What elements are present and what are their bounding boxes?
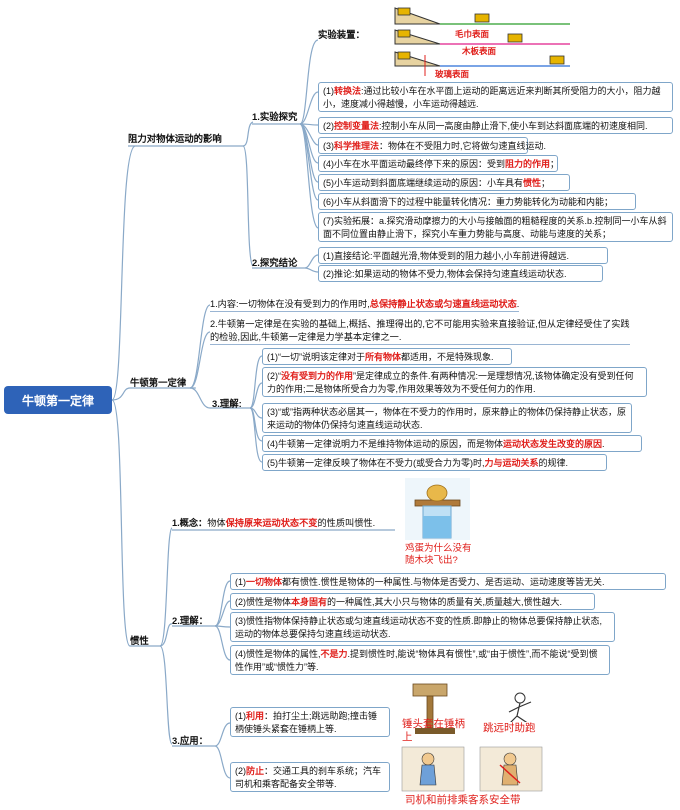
seatbelt-caption: 司机和前排乘客系安全带: [405, 794, 521, 806]
seatbelt-image: [401, 746, 543, 792]
law-understand-1: (1)“一切”说明该定律对于所有物体都适用，不是特殊现象.: [262, 348, 512, 365]
sub-conclusion[interactable]: 2.探究结论: [252, 257, 298, 268]
branch-newton-first-law[interactable]: 牛顿第一定律: [130, 377, 187, 388]
inertia-concept: 1.概念：物体保持原来运动状态不变的性质叫惯性.: [172, 518, 376, 528]
conclusion-item-1: (1)直接结论:平面越光滑,物体受到的阻力越小,小车前进得越远.: [318, 247, 608, 264]
long-jump-caption: 跳远时助跑: [483, 722, 536, 735]
root-node[interactable]: 牛顿第一定律: [4, 386, 112, 414]
law-understand-3: (3)“或”指两种状态必居其一，物体在不受力的作用时，原来静止的物体仍保持静止状…: [262, 403, 632, 433]
surface-towel: 毛巾表面: [455, 29, 490, 39]
law-understand-5: (5)牛顿第一定律反映了物体在不受力(或受合力为零)时,力与运动关系的规律.: [262, 454, 607, 471]
setup-label: 实验装置：: [318, 29, 365, 40]
sub-experiment[interactable]: 1.实验探究: [252, 111, 298, 122]
sub-inertia-application[interactable]: 3.应用：: [172, 735, 208, 746]
egg-caption: 鸡蛋为什么没有随木块飞出?: [405, 543, 472, 566]
branch-resistance-effect[interactable]: 阻力对物体运动的影响: [128, 133, 222, 144]
inertia-use: (1)利用：拍打尘土;跳远助跑;撞击锤柄使锤头紧套在锤柄上等.: [230, 707, 390, 737]
inertia-prevent: (2)防止：交通工具的刹车系统；汽车司机和乘客配备安全带等.: [230, 762, 390, 792]
inertia-understand-3: (3)惯性指物体保持静止状态或匀速直线运动状态不变的性质.即静止的物体总要保持静…: [230, 612, 615, 642]
egg-glass-image: [405, 478, 470, 540]
hammer-caption: 锤头套在锤柄上: [402, 718, 465, 743]
exp-item-5: (5)小车运动到斜面底端继续运动的原因：小车具有惯性；: [318, 174, 570, 191]
apparatus-illustration: [394, 7, 570, 76]
long-jump-image: [506, 692, 532, 727]
law-understand-4: (4)牛顿第一定律说明力不是维持物体运动的原因，而是物体运动状态发生改变的原因.: [262, 435, 642, 452]
sub-understanding[interactable]: 3.理解:: [212, 398, 242, 409]
exp-item-4: (4)小车在水平面运动最终停下来的原因：受到阻力的作用；: [318, 155, 559, 172]
surface-glass: 玻璃表面: [435, 69, 470, 79]
law-content: 1.内容:一切物体在没有受到力的作用时,总保持静止状态或匀速直线运动状态.: [210, 298, 520, 312]
exp-item-2: (2)控制变量法:控制小车从同一高度由静止滑下,使小车到达斜面底端的初速度相同.: [318, 117, 673, 134]
conclusion-item-2: (2)推论:如果运动的物体不受力,物体会保持匀速直线运动状态.: [318, 265, 603, 282]
inertia-understand-2: (2)惯性是物体本身固有的一种属性,其大小只与物体的质量有关,质量越大,惯性越大…: [230, 593, 595, 610]
law-item-2: 2.牛顿第一定律是在实验的基础上,概括、推理得出的,它不可能用实验来直接验证,但…: [210, 318, 630, 345]
hammer-image: [412, 683, 455, 734]
exp-item-7: (7)实验拓展：a.探究滑动摩擦力的大小与接触面的粗糙程度的关系.b.控制同一小…: [318, 212, 673, 242]
exp-item-1: (1)转换法:通过比较小车在水平面上运动的距离远近来判断其所受阻力的大小，阻力越…: [318, 82, 673, 112]
exp-item-3: (3)科学推理法：物体在不受阻力时,它将做匀速直线运动.: [318, 137, 546, 154]
surface-board: 木板表面: [462, 46, 497, 56]
inertia-understand-1: (1)一切物体都有惯性.惯性是物体的一种属性.与物体是否受力、是否运动、运动速度…: [230, 573, 666, 590]
sub-inertia-understanding[interactable]: 2.理解：: [172, 615, 208, 626]
branch-inertia[interactable]: 惯性: [130, 635, 149, 646]
law-understand-2: (2)“没有受到力的作用”是定律成立的条件.有两种情况:一是理想情况,该物体确定…: [262, 367, 647, 397]
inertia-understand-4: (4)惯性是物体的属性,不是力.提到惯性时,能说“物体具有惯性”,或“由于惯性”…: [230, 645, 610, 675]
exp-item-6: (6)小车从斜面滑下的过程中能量转化情况：重力势能转化为动能和内能；: [318, 193, 636, 210]
